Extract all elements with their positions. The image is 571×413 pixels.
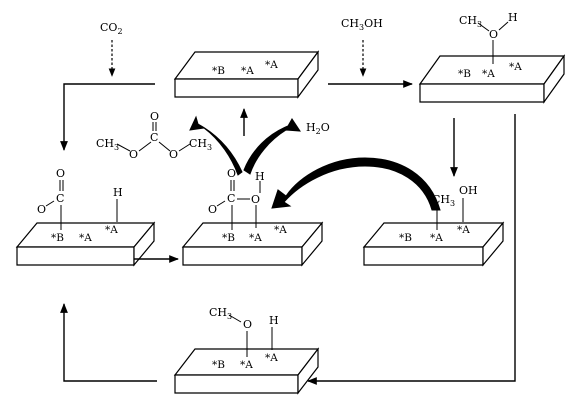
- site-a-label: *A: [482, 68, 495, 80]
- site-a-label: *A: [241, 65, 254, 77]
- adsorbed-methoxy-hydrogen: CH3 O H: [209, 306, 279, 357]
- oxygen-atom: O: [37, 203, 46, 216]
- catalyst-surface-4: [181, 221, 324, 267]
- methanol-label: CH3OH: [341, 17, 383, 32]
- hydrogen-atom: H: [113, 186, 123, 199]
- water-label: H2O: [306, 121, 330, 136]
- hydroxyl-group: OH: [459, 184, 478, 197]
- carbon-atom: C: [150, 131, 158, 144]
- methyl-group: CH3: [459, 14, 482, 29]
- oxygen-atom: O: [227, 167, 236, 180]
- catalyst-surface-6: [173, 347, 320, 395]
- site-b-label: *B: [212, 359, 225, 371]
- hydrogen-atom: H: [269, 314, 279, 327]
- oxygen-atom: O: [169, 148, 178, 161]
- site-a-label: *A: [79, 232, 92, 244]
- adsorbed-carboxyl-intermediate: O C O O H: [208, 167, 265, 230]
- methyl-group: CH3: [432, 193, 455, 208]
- site-b-label: *B: [222, 232, 235, 244]
- site-b-label: *B: [51, 232, 64, 244]
- catalyst-surface-2: [418, 54, 566, 104]
- site-a-label: *A: [457, 224, 470, 236]
- methyl-group: CH3: [189, 137, 212, 152]
- oxygen-atom: O: [251, 193, 260, 206]
- co2-label: CO2: [100, 21, 123, 36]
- oxygen-atom: O: [150, 110, 159, 123]
- site-a-label: *A: [274, 224, 287, 236]
- oxygen-atom: O: [56, 167, 65, 180]
- adsorbed-carbonate: O C O H: [37, 167, 123, 230]
- oxygen-atom: O: [243, 318, 252, 331]
- step-arrow: [60, 303, 157, 382]
- methyl-group: CH3: [96, 137, 119, 152]
- carbon-atom: C: [227, 192, 235, 205]
- catalyst-surface-1: [173, 50, 320, 99]
- site-b-label: *B: [458, 68, 471, 80]
- methyl-transfer-curved-arrow: [271, 157, 441, 211]
- hydrogen-atom: H: [508, 11, 518, 24]
- oxygen-atom: O: [208, 203, 217, 216]
- dmc-release-curved-arrow: [189, 115, 243, 176]
- site-a-label: *A: [265, 352, 278, 364]
- water-release-curved-arrow: [243, 118, 301, 175]
- site-a-label: *A: [240, 359, 253, 371]
- site-a-label: *A: [249, 232, 262, 244]
- catalyst-surface-5: [362, 221, 505, 267]
- oxygen-atom: O: [489, 28, 498, 41]
- adsorbed-methyl-hydroxyl: CH3 OH: [432, 184, 478, 230]
- site-a-label: *A: [509, 61, 522, 73]
- site-a-label: *A: [430, 232, 443, 244]
- methyl-group: CH3: [209, 306, 232, 321]
- catalyst-surface-3: [15, 221, 156, 267]
- site-a-label: *A: [265, 59, 278, 71]
- dimethyl-carbonate-structure: CH3 O C O O CH3: [96, 110, 212, 161]
- site-b-label: *B: [212, 65, 225, 77]
- step-arrow: [307, 114, 516, 385]
- hydrogen-atom: H: [255, 170, 265, 183]
- step-arrow: [60, 83, 155, 151]
- carbon-atom: C: [56, 192, 64, 205]
- site-b-label: *B: [399, 232, 412, 244]
- site-a-label: *A: [105, 224, 118, 236]
- oxygen-atom: O: [129, 148, 138, 161]
- adsorbed-methanol: CH3 O H: [459, 11, 518, 64]
